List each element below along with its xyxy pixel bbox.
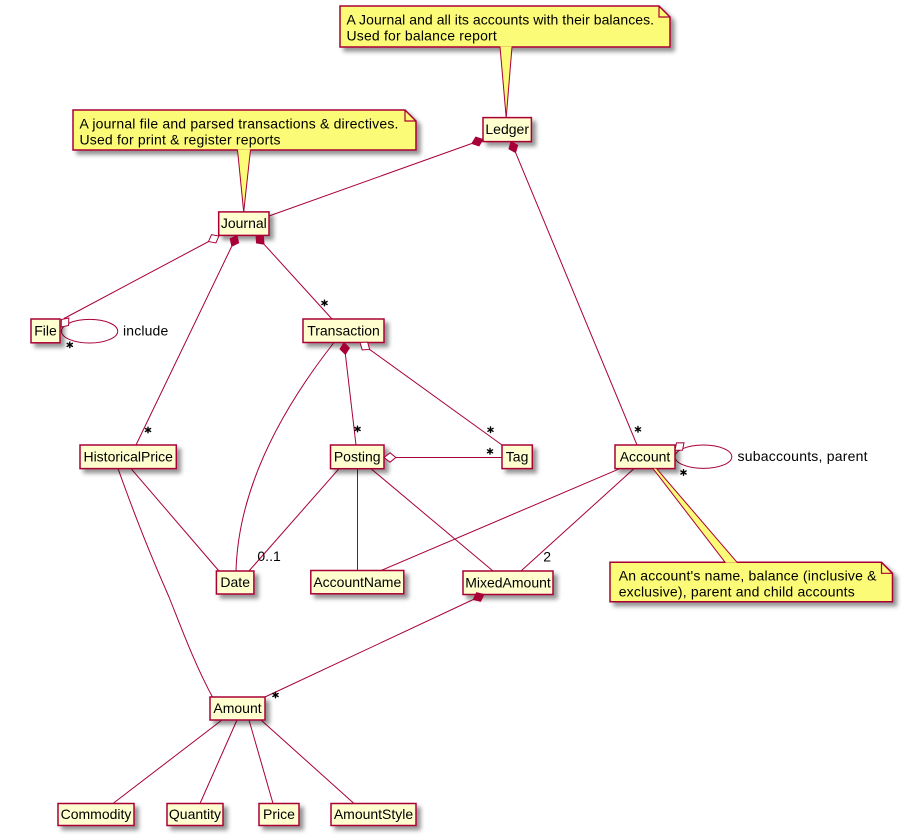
svg-text:Tag: Tag: [506, 448, 529, 464]
svg-text:MixedAmount: MixedAmount: [465, 574, 551, 590]
svg-text:include: include: [123, 323, 168, 339]
svg-text:2: 2: [543, 549, 551, 565]
svg-text:An account's name, balance (in: An account's name, balance (inclusive &: [619, 567, 877, 583]
svg-text:Journal: Journal: [221, 215, 267, 231]
svg-text:File: File: [34, 323, 57, 339]
svg-text:0..1: 0..1: [257, 548, 281, 564]
svg-text:Transaction: Transaction: [307, 322, 380, 338]
svg-text:AmountStyle: AmountStyle: [334, 806, 414, 822]
svg-text:exclusive), parent and child a: exclusive), parent and child accounts: [619, 583, 855, 599]
svg-text:Ledger: Ledger: [485, 121, 529, 137]
svg-text:A journal file and parsed tran: A journal file and parsed transactions &…: [80, 115, 399, 131]
svg-text:Price: Price: [263, 806, 295, 822]
svg-text:subaccounts, parent: subaccounts, parent: [738, 448, 868, 464]
svg-text:Commodity: Commodity: [61, 806, 132, 822]
svg-text:Posting: Posting: [334, 449, 381, 465]
svg-text:Used for print & register repo: Used for print & register reports: [80, 131, 281, 147]
svg-text:Amount: Amount: [213, 700, 261, 716]
svg-text:Used for balance report: Used for balance report: [347, 27, 497, 43]
svg-text:Account: Account: [620, 448, 671, 464]
svg-text:HistoricalPrice: HistoricalPrice: [83, 448, 173, 464]
svg-text:A Journal and all its accounts: A Journal and all its accounts with thei…: [347, 11, 655, 27]
svg-text:Quantity: Quantity: [169, 806, 221, 822]
svg-text:AccountName: AccountName: [313, 574, 401, 590]
svg-text:Date: Date: [220, 574, 250, 590]
